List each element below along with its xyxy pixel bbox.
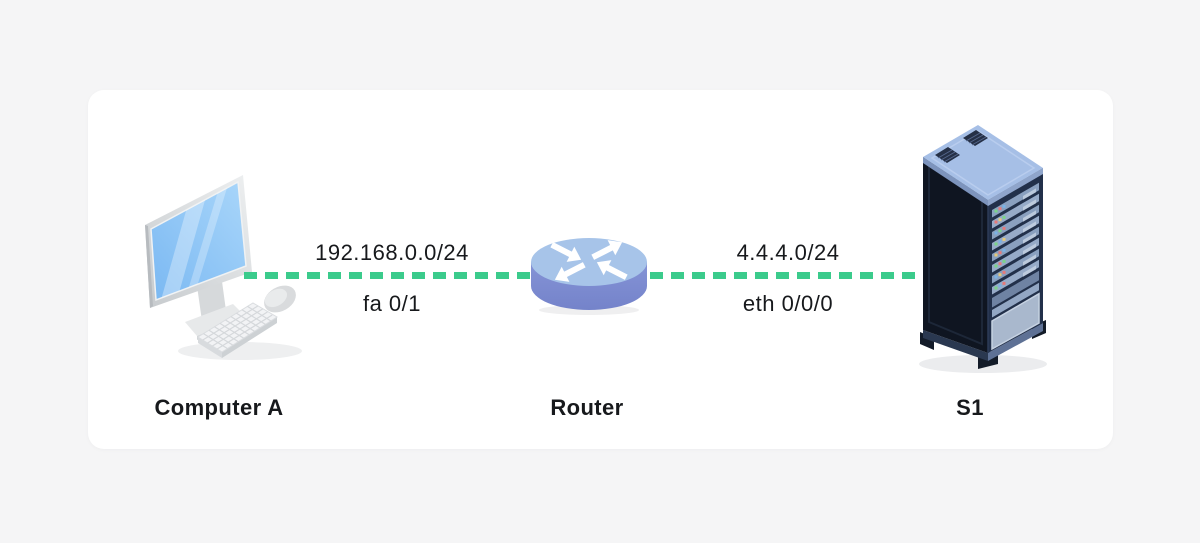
monitor [145, 175, 252, 308]
rack-top [923, 125, 1043, 206]
desktop-computer-icon [145, 175, 302, 360]
node-label-computer-a: Computer A [154, 395, 284, 420]
link2-interface-label: eth 0/0/0 [742, 291, 834, 316]
server-handles [1023, 188, 1036, 277]
router-top [531, 238, 647, 286]
node-label-router: Router [550, 395, 624, 420]
server-rack-icon [919, 125, 1047, 373]
rack-left-face [923, 157, 988, 353]
screen-reflections [161, 186, 227, 300]
router-icon [531, 234, 647, 315]
link1-network-label: 192.168.0.0/24 [315, 240, 469, 265]
link1-interface-label: fa 0/1 [362, 291, 422, 316]
rack-base [923, 323, 1043, 361]
monitor-screen [150, 180, 247, 302]
rack-vents [935, 130, 988, 163]
link-computer-router [244, 272, 532, 279]
mouse-icon [264, 285, 296, 313]
node-label-s1: S1 [956, 395, 984, 420]
keyboard-keys [202, 305, 273, 350]
link-router-s1 [650, 272, 922, 279]
link2-network-label: 4.4.4.0/24 [736, 240, 840, 265]
keyboard-icon [197, 302, 278, 358]
server-leds [994, 204, 1006, 290]
rack-servers [991, 182, 1040, 351]
